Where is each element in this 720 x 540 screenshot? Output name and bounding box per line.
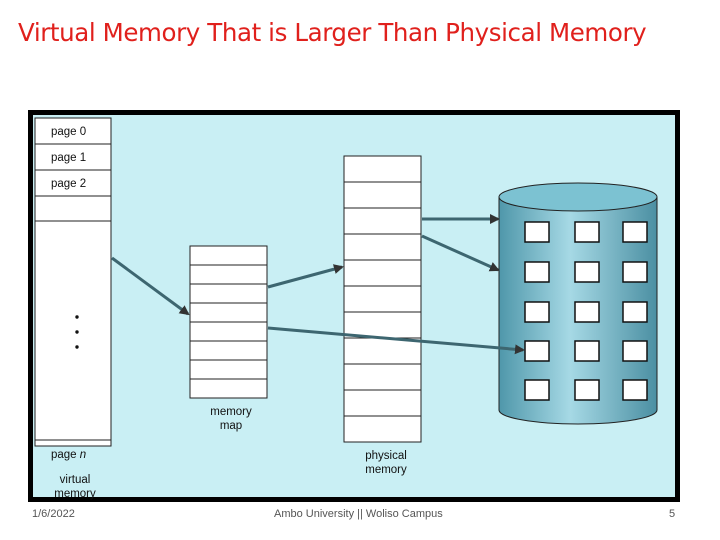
virtual-memory-label-line1: virtual bbox=[60, 474, 91, 486]
disk-block bbox=[524, 301, 550, 323]
page-2-label: page 2 bbox=[51, 178, 86, 190]
disk-block bbox=[574, 221, 600, 243]
arrow-map-to-disk bbox=[267, 326, 525, 355]
arrow-physical-to-disk-lower bbox=[421, 234, 500, 272]
physical-memory-label-line2: memory bbox=[365, 464, 407, 476]
page-1-label: page 1 bbox=[51, 152, 86, 164]
disk-block bbox=[622, 379, 648, 401]
disk-block bbox=[574, 340, 600, 362]
slide-title: Virtual Memory That is Larger Than Physi… bbox=[18, 18, 647, 47]
arrow-virtual-to-map bbox=[111, 256, 190, 316]
physical-memory-label-line1: physical bbox=[365, 450, 407, 462]
physical-memory-column: physical memory bbox=[343, 155, 422, 476]
disk-block bbox=[524, 221, 550, 243]
memory-map-label-line1: memory bbox=[210, 406, 252, 418]
arrow-map-to-physical bbox=[267, 264, 344, 289]
ellipsis-dot bbox=[75, 345, 79, 349]
page-0-label: page 0 bbox=[51, 126, 86, 138]
disk-block bbox=[622, 261, 648, 283]
disk-block bbox=[574, 379, 600, 401]
disk-block bbox=[622, 301, 648, 323]
disk-block bbox=[622, 221, 648, 243]
disk-block bbox=[524, 261, 550, 283]
disk-block bbox=[574, 261, 600, 283]
disk-block bbox=[622, 340, 648, 362]
page-n-prefix: page bbox=[51, 449, 80, 461]
disk-block bbox=[524, 379, 550, 401]
footer-page-number: 5 bbox=[669, 508, 676, 520]
virtual-memory-label-line2: memory bbox=[54, 488, 96, 500]
disk-block bbox=[574, 301, 600, 323]
disk-block bbox=[524, 340, 550, 362]
ellipsis-dot bbox=[75, 330, 79, 334]
virtual-memory-column: page 0 page 1 page 2 page n virtual memo… bbox=[34, 117, 112, 500]
footer-date: 1/6/2022 bbox=[32, 508, 75, 520]
virtual-memory-diagram: page 0 page 1 page 2 page n virtual memo… bbox=[28, 110, 680, 502]
page-n-label: page n bbox=[51, 449, 86, 461]
footer-institution: Ambo University || Woliso Campus bbox=[274, 508, 443, 520]
disk-icon bbox=[498, 182, 658, 425]
page-n-variable: n bbox=[80, 449, 86, 461]
memory-map-column: memory map bbox=[189, 245, 268, 432]
ellipsis-dot bbox=[75, 315, 79, 319]
memory-map-label-line2: map bbox=[220, 420, 242, 432]
